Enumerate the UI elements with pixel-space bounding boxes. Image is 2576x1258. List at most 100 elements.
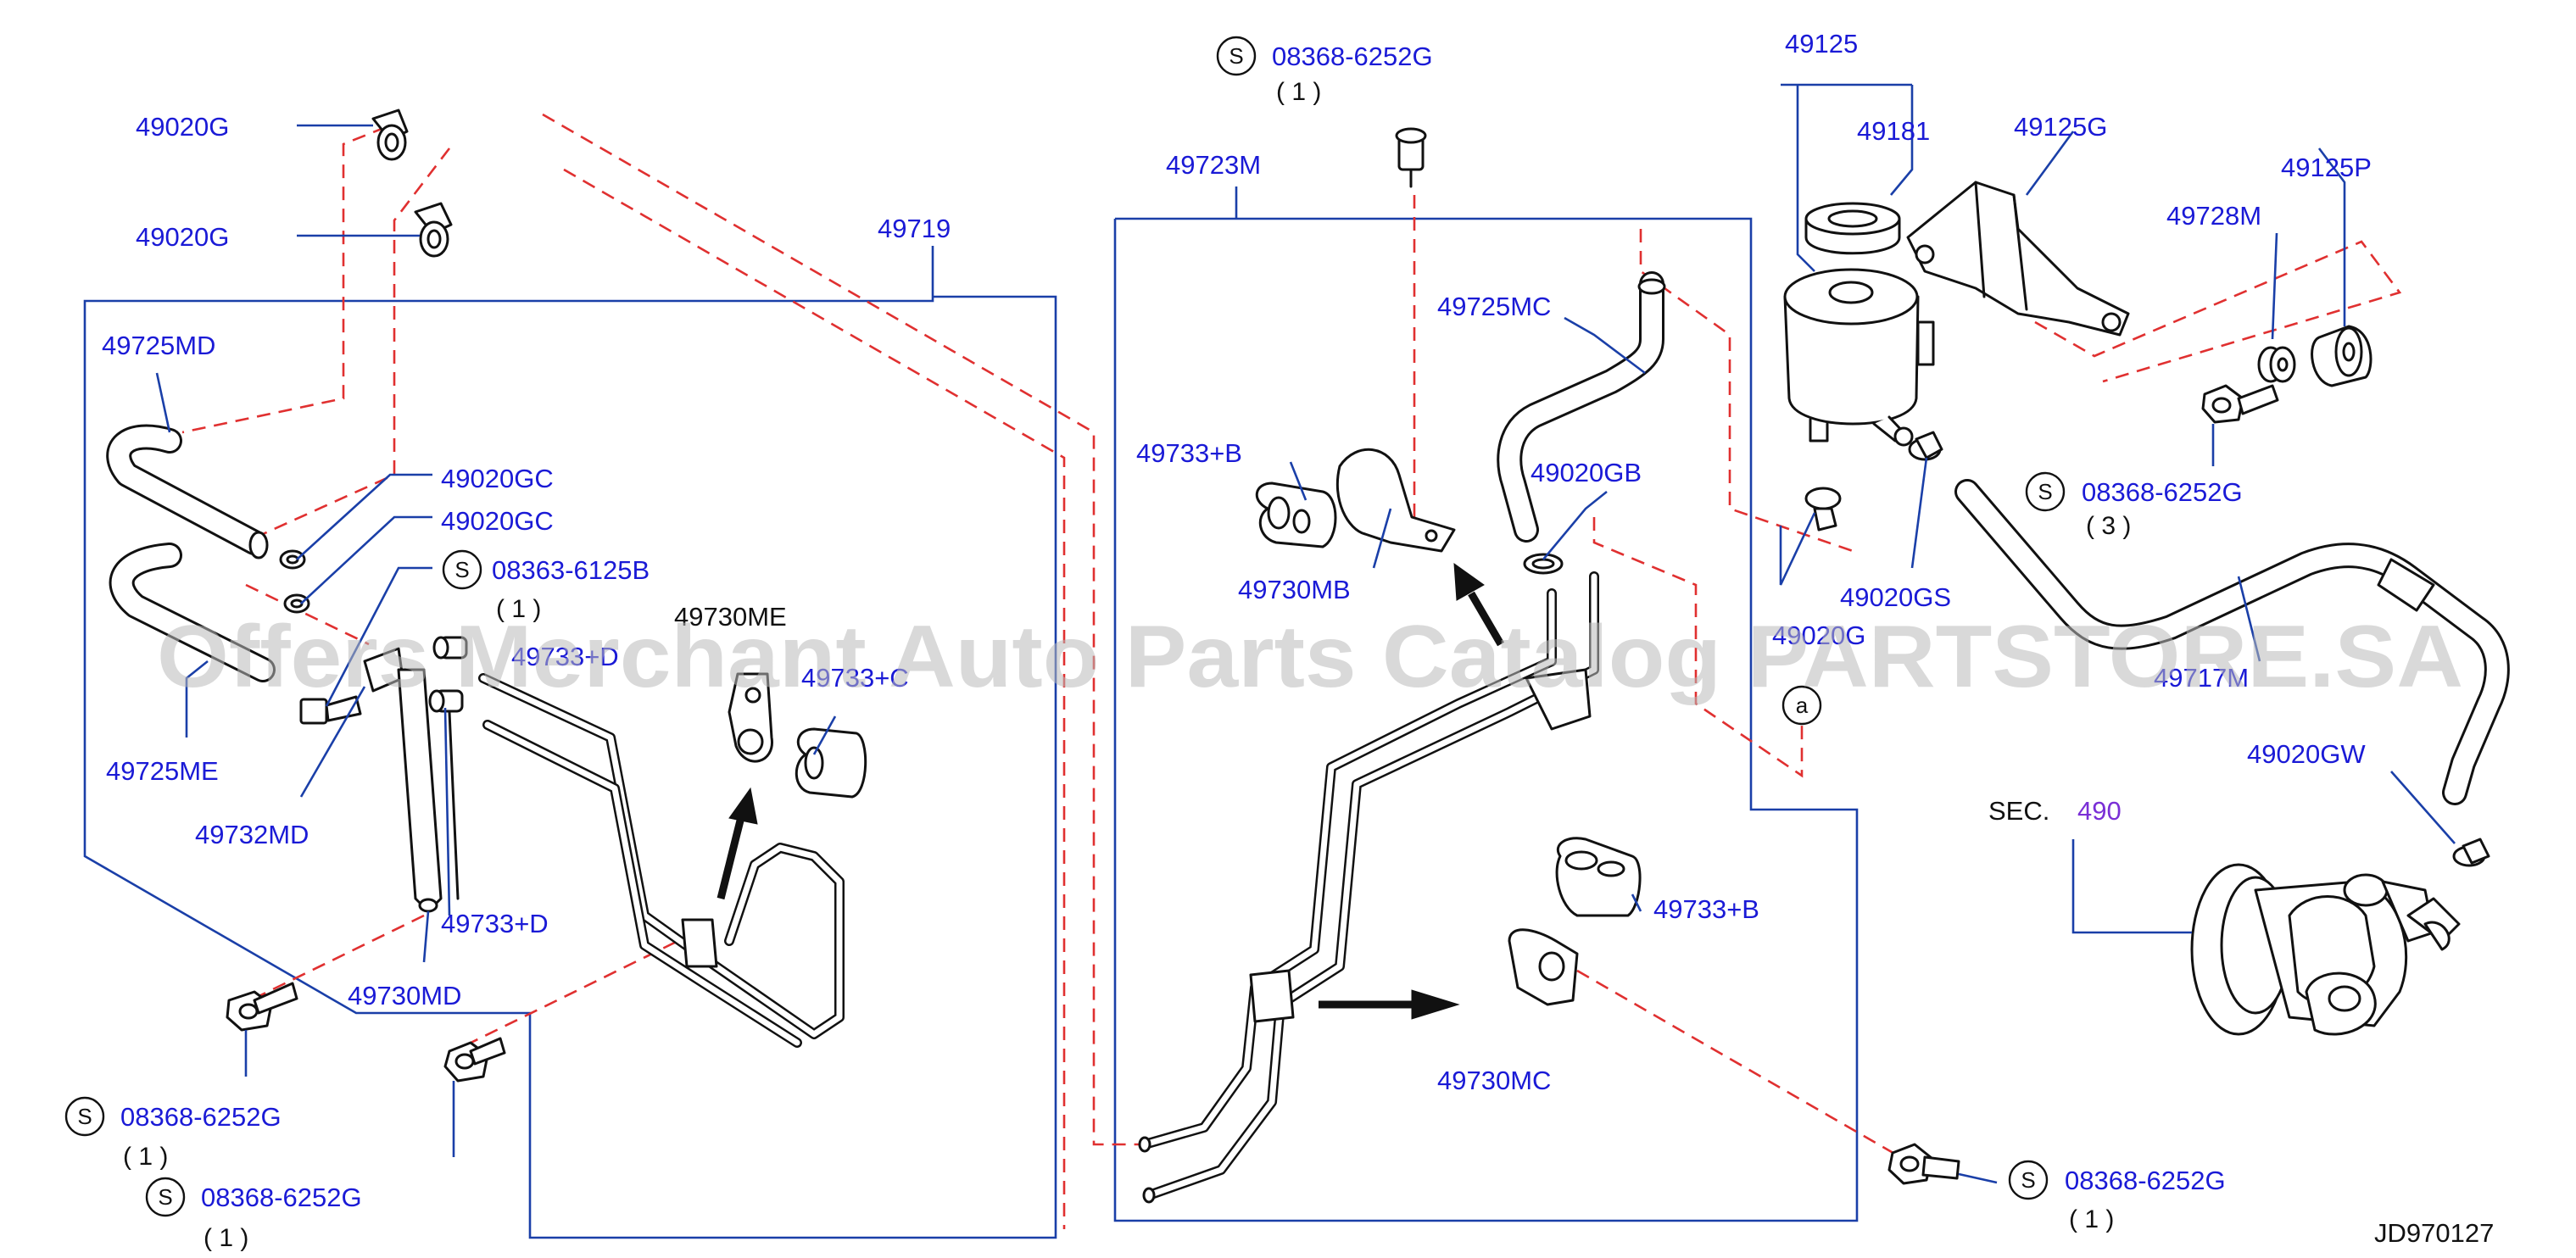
s-mark-bottom bbox=[2008, 1160, 2049, 1200]
qty-bottom: ( 1 ) bbox=[2069, 1205, 2114, 1233]
label-49725md: 49725MD bbox=[102, 331, 215, 360]
label-49020gs: 49020GS bbox=[1840, 582, 1951, 612]
hose-49725me bbox=[109, 543, 276, 682]
label-49020gc-2: 49020GC bbox=[441, 506, 554, 536]
svg-text:S: S bbox=[77, 1104, 92, 1129]
label-49020gc-1: 49020GC bbox=[441, 464, 554, 493]
clip-49730me bbox=[728, 672, 773, 763]
label-49181: 49181 bbox=[1857, 116, 1930, 146]
clip-49730mb bbox=[1335, 448, 1456, 553]
assembly-box-49719 bbox=[83, 246, 1057, 1239]
leader-lines bbox=[155, 83, 2456, 1184]
assembly-box-49723m bbox=[1113, 186, 1859, 1222]
label-08368-bottom: 08368-6252G bbox=[2065, 1166, 2226, 1195]
dashed-assembly-lines bbox=[181, 113, 2402, 1229]
label-49730me: 49730ME bbox=[674, 602, 787, 632]
bolt-08363-6125b bbox=[299, 695, 362, 725]
ref-a-label: a bbox=[1796, 693, 1809, 718]
section-ref-prefix: SEC. bbox=[1988, 796, 2049, 826]
label-49717m: 49717M bbox=[2154, 663, 2249, 693]
washer-49728m bbox=[2257, 346, 2296, 383]
svg-text:S: S bbox=[1229, 43, 1243, 69]
arrow-up-center bbox=[1453, 562, 1504, 647]
clamp-49020gc-2 bbox=[283, 593, 310, 614]
tube-assembly-49723m bbox=[1138, 571, 1599, 1204]
bolt-08368-left-2 bbox=[443, 1037, 506, 1083]
tube-assembly-49719 bbox=[478, 673, 845, 1048]
label-08368-top: 08368-6252G bbox=[1272, 42, 1433, 71]
clip-49730mc bbox=[1508, 928, 1579, 1006]
bracket-49125g bbox=[1906, 181, 2130, 337]
svg-text:S: S bbox=[2038, 479, 2052, 504]
qty-left-2: ( 1 ) bbox=[204, 1224, 248, 1252]
grommet-49733b-top bbox=[1256, 481, 1337, 548]
svg-text:S: S bbox=[2021, 1167, 2035, 1193]
svg-text:S: S bbox=[158, 1184, 172, 1210]
label-49020g-mid: 49020G bbox=[1772, 621, 1865, 650]
arrow-right-center bbox=[1319, 989, 1460, 1020]
qty-right: ( 3 ) bbox=[2086, 512, 2131, 540]
label-49020g-second: 49020G bbox=[136, 222, 229, 252]
s-mark-right bbox=[2025, 471, 2066, 512]
label-49730md: 49730MD bbox=[348, 981, 461, 1010]
label-49125: 49125 bbox=[1785, 29, 1858, 58]
label-49732md: 49732MD bbox=[195, 820, 309, 849]
hose-49725mc bbox=[1497, 271, 1666, 543]
label-49125p: 49125P bbox=[2281, 153, 2372, 182]
label-49020g-top: 49020G bbox=[136, 112, 229, 142]
qty-top: ( 1 ) bbox=[1276, 78, 1321, 106]
label-49728m: 49728M bbox=[2166, 201, 2261, 231]
label-49020gb: 49020GB bbox=[1531, 458, 1642, 487]
s-mark-top bbox=[1216, 36, 1257, 76]
grommet-49733d-top bbox=[432, 636, 468, 660]
label-49733b: 49733+B bbox=[1653, 894, 1759, 924]
bolt-08368-bottom bbox=[1887, 1143, 1960, 1185]
grommet-49733d-lower bbox=[428, 689, 464, 900]
reservoir-cap-49181 bbox=[1804, 202, 1901, 255]
bolt-08368-right bbox=[2201, 384, 2279, 424]
bolt-08368-top bbox=[1395, 127, 1427, 188]
label-49733b-top: 49733+B bbox=[1136, 438, 1242, 468]
label-49723m: 49723M bbox=[1166, 150, 1261, 180]
clamp-49020g-second bbox=[414, 202, 453, 258]
label-49730mb: 49730MB bbox=[1238, 575, 1351, 604]
watermark: Offers Merchant Auto Parts Catalog PARTS… bbox=[157, 608, 2463, 706]
label-49733d: 49733+D bbox=[441, 909, 549, 938]
bracket-49732md bbox=[363, 647, 443, 913]
s-mark-08363 bbox=[442, 549, 482, 590]
arrow-up-left bbox=[716, 787, 758, 900]
label-08368-right: 08368-6252G bbox=[2082, 477, 2243, 507]
bolt-08368-left-1 bbox=[226, 982, 298, 1032]
label-08368-left-1: 08368-6252G bbox=[120, 1102, 282, 1132]
clamp-49020gb bbox=[1523, 553, 1564, 575]
qty-left-1: ( 1 ) bbox=[123, 1143, 168, 1171]
section-ref-number: 490 bbox=[2077, 796, 2122, 826]
clamp-49020gs bbox=[1908, 431, 1943, 461]
diagram-code: JD970127 bbox=[2374, 1218, 2494, 1248]
svg-text:S: S bbox=[454, 557, 469, 582]
label-49725mc: 49725MC bbox=[1437, 292, 1551, 321]
clamp-49020g-mid bbox=[1804, 487, 1842, 532]
s-mark-left-2 bbox=[145, 1177, 186, 1217]
grommet-49733c bbox=[795, 727, 867, 799]
label-08368-left-2: 08368-6252G bbox=[201, 1183, 362, 1212]
label-49725me: 49725ME bbox=[106, 756, 219, 786]
grommet-49733b bbox=[1555, 837, 1642, 917]
clamp-49020g-top bbox=[371, 109, 409, 161]
label-49125g: 49125G bbox=[2014, 112, 2107, 142]
qty-08363: ( 1 ) bbox=[496, 595, 541, 623]
s-mark-left-1 bbox=[64, 1096, 105, 1137]
hose-49725md bbox=[106, 424, 269, 559]
power-steering-pump bbox=[2190, 863, 2461, 1036]
hose-49717m bbox=[1954, 479, 2510, 805]
label-49020gw: 49020GW bbox=[2247, 739, 2366, 769]
ref-circle-a bbox=[1781, 685, 1822, 726]
clamp-49020gc-1 bbox=[279, 549, 306, 570]
label-49730mc: 49730MC bbox=[1437, 1066, 1551, 1095]
reservoir-49125 bbox=[1783, 268, 1935, 447]
label-49733d-top: 49733+D bbox=[511, 642, 619, 671]
bushing-49125p bbox=[2311, 325, 2372, 387]
clamp-49020gw bbox=[2452, 838, 2490, 867]
label-49733c: 49733+C bbox=[801, 663, 909, 693]
